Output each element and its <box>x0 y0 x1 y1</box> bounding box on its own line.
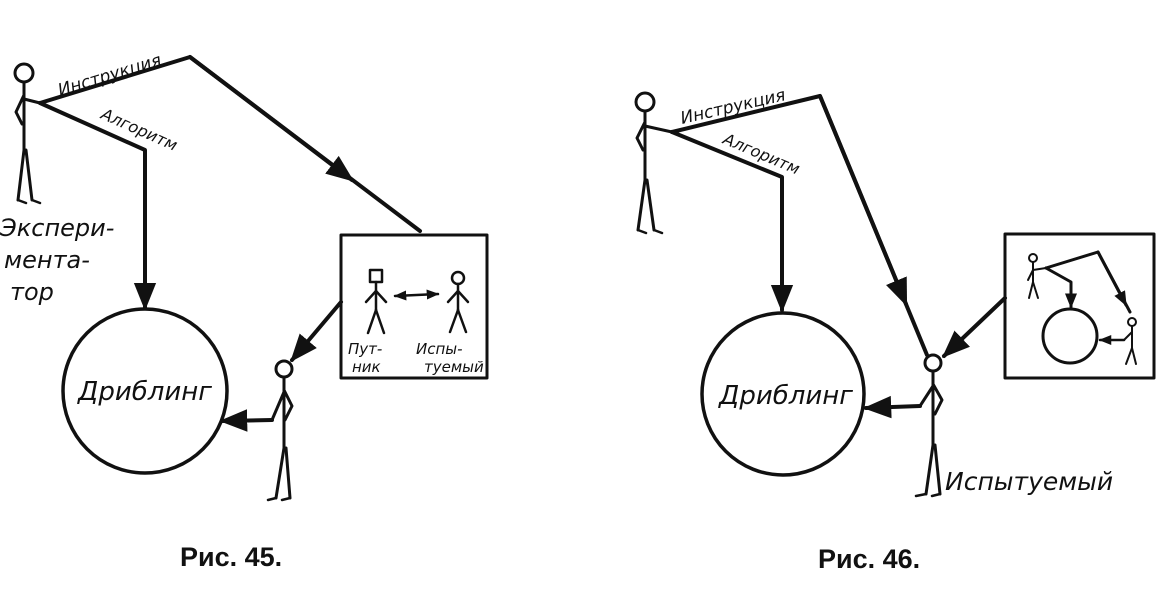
traveler-label-line2: ник <box>352 358 381 376</box>
inset-double-arrow <box>393 289 440 301</box>
inset-dribbling-circle <box>1041 307 1099 365</box>
subject-label: Испытуемый <box>945 467 1113 496</box>
inset-subject-figure <box>446 270 470 334</box>
subject-figure <box>914 353 944 498</box>
figure-45: Инструкция Алгоритм Экспери- мента- тор … <box>0 50 489 572</box>
experimenter-label-line2: мента- <box>4 246 90 274</box>
inset-to-subject-arrow <box>941 296 1007 358</box>
algorithm-label: Алгоритм <box>720 129 803 179</box>
algorithm-arrow <box>38 101 157 311</box>
subject-figure <box>266 359 294 502</box>
dribbling-label: Дриблинг <box>77 377 212 407</box>
figure-45-caption: Рис. 45. <box>180 542 282 572</box>
subject-inset-label-line2: туемый <box>424 358 484 376</box>
figure-46-caption: Рис. 46. <box>818 544 920 574</box>
figure-46: Инструкция Алгоритм Дриблинг <box>634 85 1156 574</box>
dribbling-circle <box>61 307 229 475</box>
dribbling-circle <box>700 311 866 477</box>
inset-box <box>1003 232 1156 380</box>
experimenter-figure <box>634 91 674 235</box>
experimenter-label-line3: тор <box>10 278 54 306</box>
inset-to-subject-arrow <box>290 300 343 363</box>
instruction-label: Инструкция <box>56 50 164 100</box>
algorithm-arrow <box>670 130 794 313</box>
subject-to-dribbling-arrow <box>219 409 274 432</box>
instruction-label: Инструкция <box>679 85 788 129</box>
traveler-label-line1: Пут- <box>348 340 382 358</box>
inset-box: Пут- ник Испы- туемый <box>339 233 489 380</box>
traveler-figure <box>364 268 388 335</box>
experimenter-figure <box>13 62 42 205</box>
experimenter-label-line1: Экспери- <box>0 214 114 242</box>
inset-experimenter-figure <box>1027 253 1047 299</box>
subject-to-dribbling-arrow <box>863 395 922 419</box>
dribbling-label: Дриблинг <box>718 381 853 411</box>
inset-subject-figure <box>1123 317 1137 365</box>
subject-inset-label-line1: Испы- <box>416 340 463 358</box>
